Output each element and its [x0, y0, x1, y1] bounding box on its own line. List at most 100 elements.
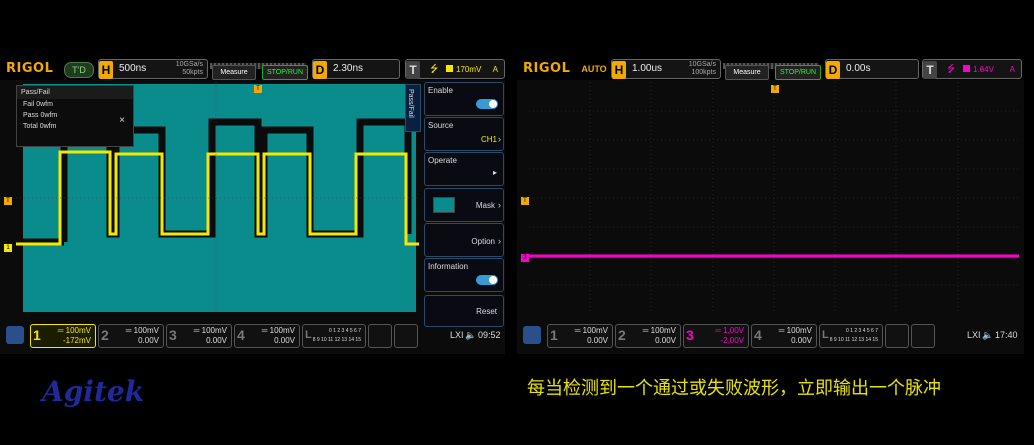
logic-analyzer-box[interactable]: L 0 1 2 3 4 5 6 7 8 9 10 11 12 13 14 15	[302, 324, 366, 348]
delay-letter: D	[313, 61, 327, 79]
trigger-level-marker[interactable]: T	[4, 197, 12, 205]
pass-fail-tab-label: Pass/Fail	[407, 89, 414, 118]
grid-lines	[16, 82, 419, 314]
trigger-position-marker[interactable]: T	[254, 85, 262, 93]
horizontal-timebase-box[interactable]: H 500ns 10GSa/s 50kpts	[98, 59, 208, 79]
ch4-box[interactable]: 4 ═ 100mV 0.00V	[751, 324, 817, 348]
enable-menu-item[interactable]: Enable	[424, 82, 504, 116]
home-grid-icon[interactable]	[523, 326, 541, 344]
bottom-channel-bar: 1 ═ 100mV -172mV 2 ═ 100mV 0.00V 3 ═ 100…	[0, 320, 505, 350]
ch4-offset: 0.00V	[274, 336, 295, 345]
trigger-channel: A	[1009, 65, 1015, 74]
fail-count: Fail 0wfm	[23, 101, 53, 108]
right-waveform-grid[interactable]	[529, 82, 1019, 314]
run-mode-badge[interactable]: T'D	[64, 62, 94, 78]
right-oscilloscope-screen: RIGOL AUTO H 1.00us 10GSa/s 100kpts Meas…	[517, 58, 1024, 354]
source-label: Source	[428, 121, 454, 130]
pass-fail-dialog-header[interactable]: Pass/Fail ×	[17, 86, 133, 126]
measure-button[interactable]: Measure	[212, 65, 256, 80]
top-status-bar: RIGOL AUTO H 1.00us 10GSa/s 100kpts Meas…	[517, 58, 1024, 80]
clock-time: 09:52	[478, 330, 501, 340]
source-value: CH1	[480, 135, 497, 144]
logic-analyzer-box[interactable]: L 0 1 2 3 4 5 6 7 8 9 10 11 12 13 14 15	[819, 324, 883, 348]
option-menu-item[interactable]: Option ›	[424, 223, 504, 257]
information-toggle[interactable]	[476, 275, 498, 285]
speaker-icon[interactable]: 🔈	[982, 330, 994, 340]
horizontal-timebase-value: 500ns	[119, 63, 147, 74]
ch1-offset: -172mV	[62, 336, 91, 345]
caption-text: 每当检测到一个通过或失败波形，立即输出一个脉冲	[527, 378, 941, 399]
chevron-right-icon: ›	[498, 236, 501, 246]
ch2-scale: ═ 100mV	[125, 326, 159, 335]
pass-fail-menu-tab[interactable]: Pass/Fail	[405, 84, 421, 132]
math-icon[interactable]	[885, 324, 909, 348]
la-letter: L	[822, 329, 829, 341]
information-menu-item[interactable]: Information	[424, 258, 504, 292]
delay-box[interactable]: D 2.30ns	[312, 59, 400, 79]
ch1-box[interactable]: 1 ═ 100mV -172mV	[30, 324, 96, 348]
speaker-icon[interactable]: 🔈	[465, 330, 477, 340]
horizontal-letter: H	[99, 61, 113, 79]
ch3-offset: 0.00V	[206, 336, 227, 345]
horizontal-letter: H	[612, 61, 626, 79]
trigger-level-marker[interactable]: T	[521, 197, 529, 205]
mask-menu-item[interactable]: Mask ›	[424, 188, 504, 222]
enable-toggle[interactable]	[476, 99, 498, 109]
ch3-box[interactable]: 3 ═ 100mV 0.00V	[166, 324, 232, 348]
ch2-offset: 0.00V	[655, 336, 676, 345]
option-label: Option	[471, 237, 495, 246]
horizontal-timebase-box[interactable]: H 1.00us 10GSa/s 100kpts	[611, 59, 721, 79]
ch1-number: 1	[550, 327, 558, 343]
information-label: Information	[428, 262, 469, 271]
trigger-box[interactable]: T ⭍ 1.64V A	[922, 59, 1022, 79]
delay-value: 2.30ns	[333, 63, 364, 74]
mask-icon	[433, 197, 455, 213]
ch3-offset: -2.00V	[720, 336, 744, 345]
trigger-source-icon	[446, 65, 453, 72]
math-icon[interactable]	[368, 324, 392, 348]
ch1-offset-marker[interactable]: 1	[4, 244, 12, 252]
ch4-scale: ═ 100mV	[261, 326, 295, 335]
operate-menu-item[interactable]: Operate ▸	[424, 152, 504, 186]
rigol-logo: RIGOL	[523, 61, 571, 76]
memory-depth: 50kpts	[182, 69, 203, 76]
sample-rate: 10GSa/s	[175, 61, 203, 68]
la-row2: 8 9 10 11 12 13 14 15	[829, 337, 878, 343]
trigger-box[interactable]: T ⭍ 170mV A	[405, 59, 505, 79]
waveform-overview-strip[interactable]	[210, 63, 306, 69]
operate-play-icon: ▸	[492, 168, 497, 177]
delay-value: 0.00s	[846, 63, 871, 74]
run-mode-badge[interactable]: AUTO	[581, 64, 607, 74]
trigger-edge-icon: ⭍	[430, 64, 439, 75]
trigger-level: 170mV	[456, 65, 482, 74]
pass-count: Pass 0wfm	[23, 112, 58, 119]
ch3-offset-marker[interactable]: 3	[521, 254, 529, 262]
delay-box[interactable]: D 0.00s	[825, 59, 919, 79]
ch3-scale: ═ 1.00V	[715, 326, 744, 335]
ref-icon[interactable]	[394, 324, 418, 348]
left-waveform-grid[interactable]	[16, 82, 419, 314]
measure-button[interactable]: Measure	[725, 65, 769, 80]
ref-icon[interactable]	[911, 324, 935, 348]
stop-run-button[interactable]: STOP/RUN	[775, 65, 821, 80]
stop-run-button[interactable]: STOP/RUN	[262, 65, 308, 80]
clock-time: 17:40	[995, 330, 1018, 340]
ch3-box[interactable]: 3 ═ 1.00V -2.00V	[683, 324, 749, 348]
reset-menu-item[interactable]: Reset	[424, 295, 504, 327]
ch2-box[interactable]: 2 ═ 100mV 0.00V	[98, 324, 164, 348]
close-icon[interactable]: ×	[119, 115, 125, 126]
trigger-position-marker[interactable]: T	[771, 85, 779, 93]
ch4-box[interactable]: 4 ═ 100mV 0.00V	[234, 324, 300, 348]
home-grid-icon[interactable]	[6, 326, 24, 344]
pass-fail-dialog[interactable]: Pass/Fail × Fail 0wfm Pass 0wfm Total 0w…	[16, 85, 134, 147]
la-row1: 0 1 2 3 4 5 6 7	[329, 328, 361, 334]
ch4-number: 4	[754, 327, 762, 343]
trigger-channel: A	[492, 65, 498, 74]
ch1-scale: ═ 100mV	[574, 326, 608, 335]
waveform-overview-strip[interactable]	[723, 63, 819, 69]
ch1-box[interactable]: 1 ═ 100mV 0.00V	[547, 324, 613, 348]
ch3-number: 3	[686, 327, 694, 343]
ch4-offset: 0.00V	[791, 336, 812, 345]
source-menu-item[interactable]: Source CH1 ›	[424, 117, 504, 151]
ch2-box[interactable]: 2 ═ 100mV 0.00V	[615, 324, 681, 348]
